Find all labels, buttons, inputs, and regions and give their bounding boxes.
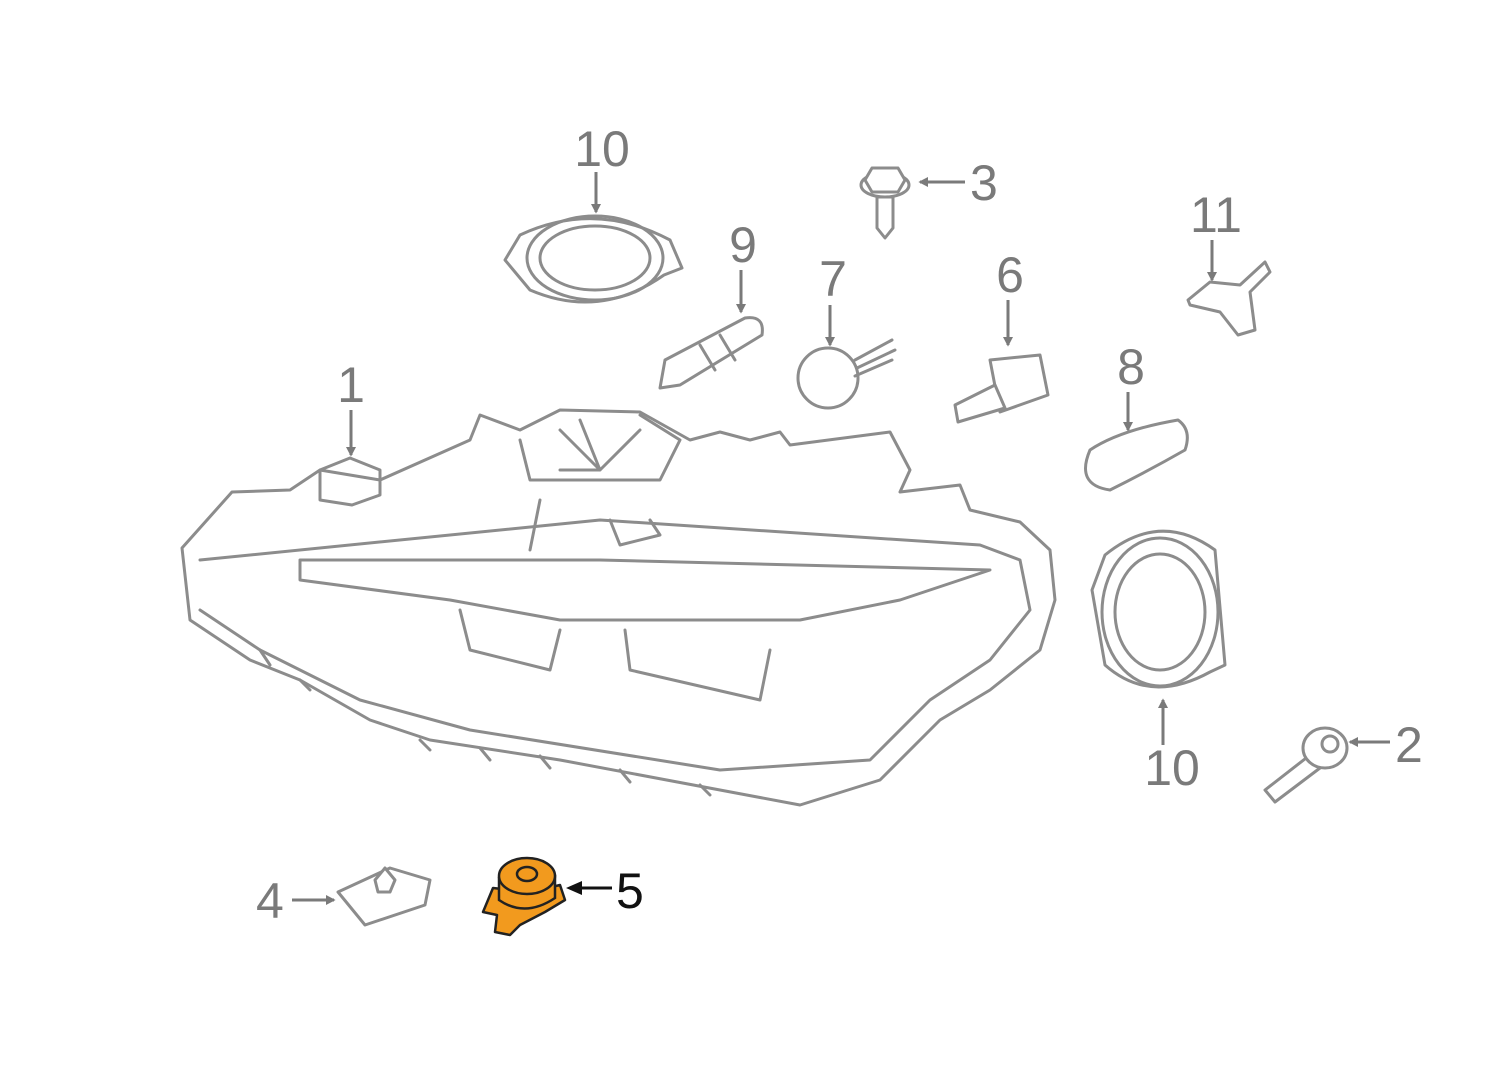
bolt-part[interactable]: [1263, 726, 1349, 804]
callout-label-6: 6: [996, 247, 1024, 303]
callout-label-10-side: 10: [1144, 740, 1200, 796]
callout-label-7: 7: [819, 251, 847, 307]
callout-label-11: 11: [1190, 187, 1242, 243]
bulb-socket-part[interactable]: [796, 338, 897, 410]
callout-label-8: 8: [1117, 339, 1145, 395]
cover-cap-side-part[interactable]: [1090, 529, 1227, 689]
cover-cap-top-part[interactable]: [503, 214, 684, 304]
clip-nut-part[interactable]: [336, 866, 432, 927]
callout-label-5: 5: [616, 863, 644, 919]
screw-part[interactable]: [859, 166, 911, 240]
callout-label-3: 3: [970, 155, 998, 211]
headlamp-part[interactable]: [180, 408, 1057, 807]
callout-label-10-top: 10: [574, 121, 630, 177]
callout-label-1: 1: [337, 357, 365, 413]
callout-label-4: 4: [256, 873, 284, 929]
callout-label-9: 9: [729, 217, 757, 273]
side-bulb-part[interactable]: [658, 316, 764, 390]
h7-bulb-part[interactable]: [953, 353, 1050, 424]
callout-label-2: 2: [1395, 717, 1423, 773]
adjuster-part-highlighted[interactable]: [481, 856, 567, 937]
bracket-part[interactable]: [1186, 260, 1272, 337]
turn-signal-bulb-part[interactable]: [1084, 418, 1189, 492]
